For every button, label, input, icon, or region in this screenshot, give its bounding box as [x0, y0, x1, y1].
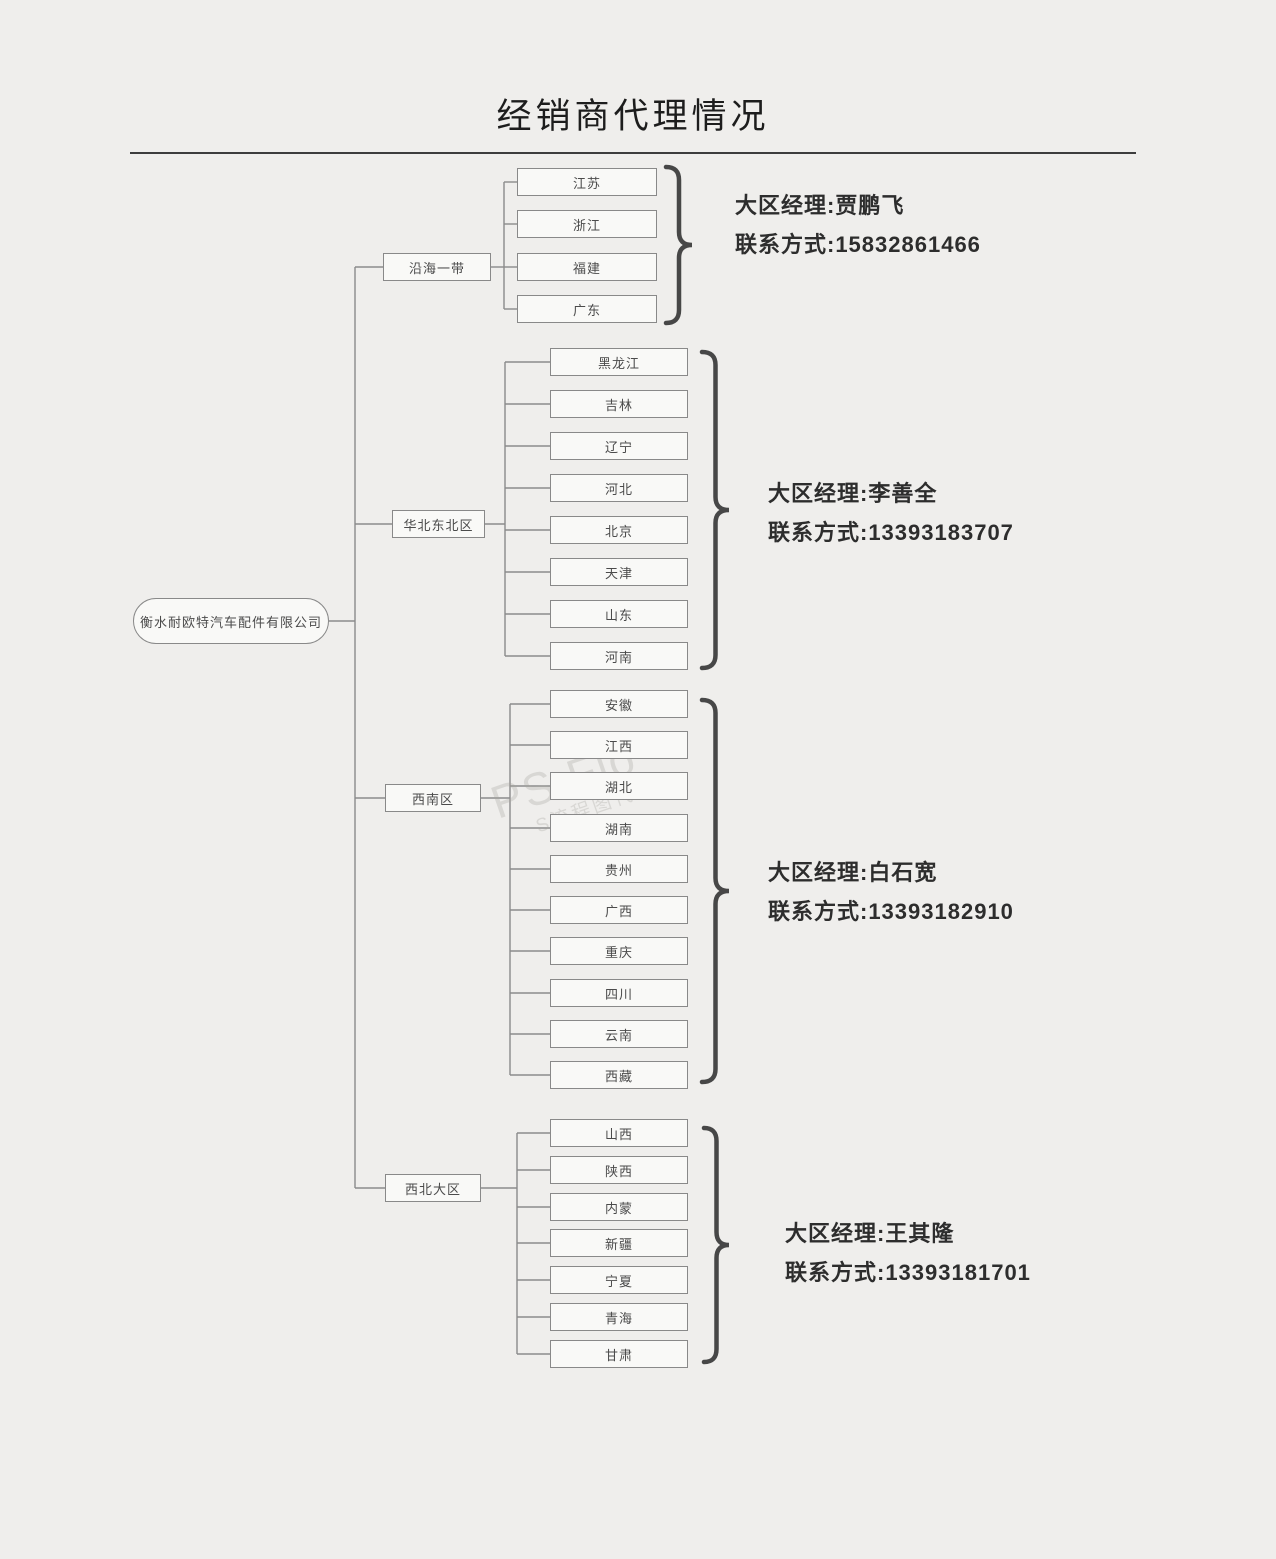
group-brace — [699, 349, 730, 671]
province-node-2-6[interactable]: 重庆 — [550, 937, 688, 965]
province-node-1-0[interactable]: 黑龙江 — [550, 348, 688, 376]
province-node-3-6[interactable]: 甘肃 — [550, 1340, 688, 1368]
manager-contact-line: 联系方式:15832861466 — [735, 232, 981, 257]
region-node-1[interactable]: 华北东北区 — [392, 510, 485, 538]
province-node-0-2[interactable]: 福建 — [517, 253, 657, 281]
province-node-0-1[interactable]: 浙江 — [517, 210, 657, 238]
manager-info-2: 大区经理:白石宽联系方式:13393182910 — [768, 853, 1014, 931]
title-underline — [130, 152, 1136, 154]
manager-info-3: 大区经理:王其隆联系方式:13393181701 — [785, 1214, 1031, 1292]
manager-info-0: 大区经理:贾鹏飞联系方式:15832861466 — [735, 186, 981, 264]
company-root-node[interactable]: 衡水耐欧特汽车配件有限公司 — [133, 598, 329, 644]
province-node-2-9[interactable]: 西藏 — [550, 1061, 688, 1089]
province-node-2-5[interactable]: 广西 — [550, 896, 688, 924]
manager-info-1: 大区经理:李善全联系方式:13393183707 — [768, 474, 1014, 552]
manager-name-line: 大区经理:贾鹏飞 — [735, 193, 905, 218]
province-node-2-4[interactable]: 贵州 — [550, 855, 688, 883]
page-title: 经销商代理情况 — [496, 97, 770, 136]
province-node-2-7[interactable]: 四川 — [550, 979, 688, 1007]
manager-name-line: 大区经理:王其隆 — [785, 1221, 955, 1246]
manager-contact-line: 联系方式:13393182910 — [768, 899, 1014, 924]
province-node-0-3[interactable]: 广东 — [517, 295, 657, 323]
region-node-2[interactable]: 西南区 — [385, 784, 481, 812]
province-node-1-5[interactable]: 天津 — [550, 558, 688, 586]
province-node-2-1[interactable]: 江西 — [550, 731, 688, 759]
province-node-3-0[interactable]: 山西 — [550, 1119, 688, 1147]
group-brace — [663, 164, 693, 326]
manager-name-line: 大区经理:李善全 — [768, 481, 938, 506]
manager-name-line: 大区经理:白石宽 — [768, 860, 938, 885]
province-node-2-0[interactable]: 安徽 — [550, 690, 688, 718]
province-node-3-5[interactable]: 青海 — [550, 1303, 688, 1331]
province-node-1-7[interactable]: 河南 — [550, 642, 688, 670]
region-node-3[interactable]: 西北大区 — [385, 1174, 481, 1202]
province-node-3-1[interactable]: 陕西 — [550, 1156, 688, 1184]
region-node-0[interactable]: 沿海一带 — [383, 253, 491, 281]
province-node-1-3[interactable]: 河北 — [550, 474, 688, 502]
province-node-3-3[interactable]: 新疆 — [550, 1229, 688, 1257]
province-node-3-4[interactable]: 宁夏 — [550, 1266, 688, 1294]
manager-contact-line: 联系方式:13393183707 — [768, 520, 1014, 545]
group-brace — [701, 1125, 730, 1365]
province-node-2-2[interactable]: 湖北 — [550, 772, 688, 800]
province-node-2-3[interactable]: 湖南 — [550, 814, 688, 842]
province-node-1-1[interactable]: 吉林 — [550, 390, 688, 418]
province-node-1-2[interactable]: 辽宁 — [550, 432, 688, 460]
group-brace — [699, 697, 730, 1085]
province-node-2-8[interactable]: 云南 — [550, 1020, 688, 1048]
province-node-1-4[interactable]: 北京 — [550, 516, 688, 544]
province-node-3-2[interactable]: 内蒙 — [550, 1193, 688, 1221]
manager-contact-line: 联系方式:13393181701 — [785, 1260, 1031, 1285]
province-node-1-6[interactable]: 山东 — [550, 600, 688, 628]
province-node-0-0[interactable]: 江苏 — [517, 168, 657, 196]
